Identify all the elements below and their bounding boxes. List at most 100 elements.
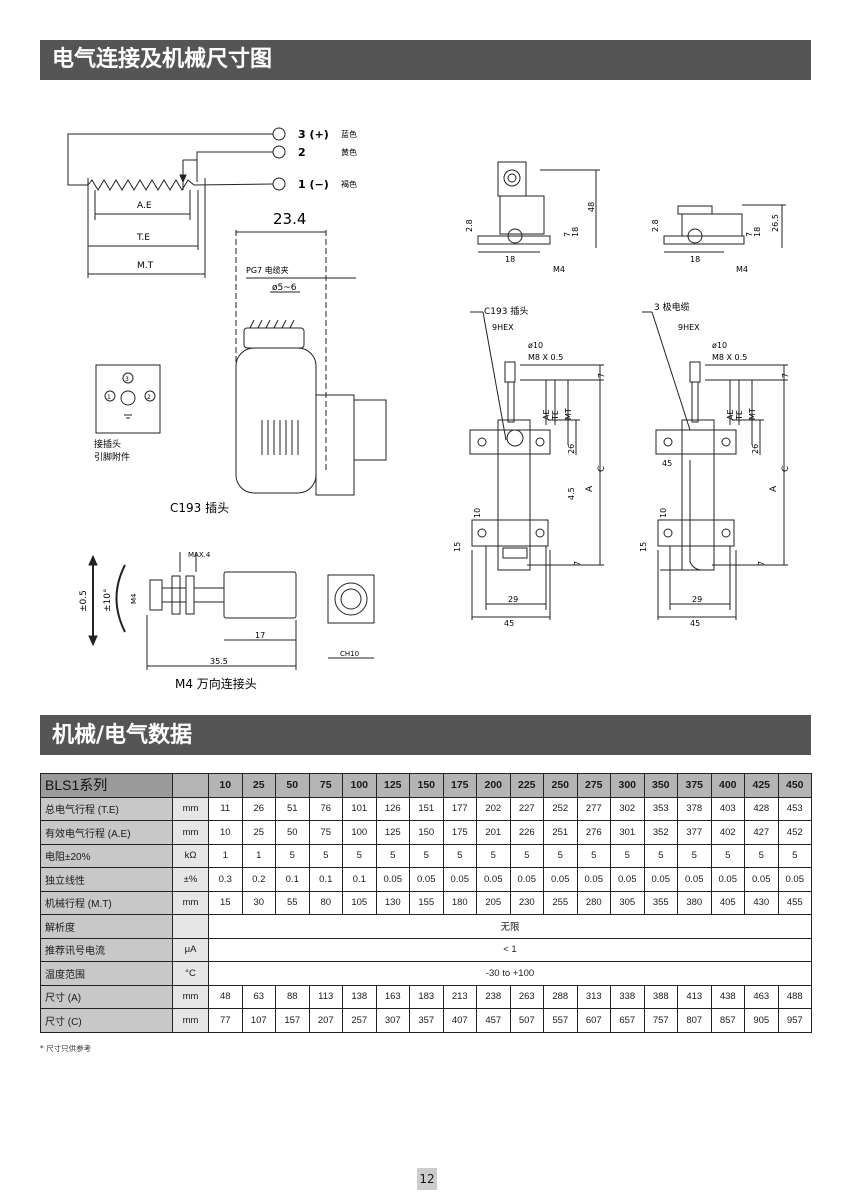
table-cell: 207 [308, 1008, 343, 1033]
c193-connector-drawing [95, 230, 387, 496]
page-number: 12 [417, 1168, 437, 1190]
connector-caption: C193 插头 [170, 501, 229, 515]
table-cell: 227 [509, 796, 544, 821]
row-label: 电阻±20% [40, 843, 173, 868]
sl-m8: M8 X 0.5 [528, 353, 563, 362]
pin-label-1: 1 [107, 394, 111, 401]
sr-te: TE [735, 410, 744, 421]
sl-7b: 7 [573, 561, 582, 566]
table-cell: 113 [308, 984, 343, 1009]
table-cell: 5 [777, 843, 812, 868]
table-cell: 557 [543, 1008, 578, 1033]
sr-m8: M8 X 0.5 [712, 353, 747, 362]
tr-m4: M4 [736, 265, 748, 274]
table-cell: 5 [543, 843, 578, 868]
table-cell: 5 [744, 843, 779, 868]
sr-15: 15 [639, 542, 648, 552]
table-cell: 0.05 [375, 867, 410, 892]
table-cell: 0.1 [308, 867, 343, 892]
table-cell: 0.05 [509, 867, 544, 892]
table-cell: 0.1 [342, 867, 377, 892]
sr-a: A [769, 485, 779, 492]
table-cell: 402 [710, 820, 745, 845]
table-cell: 957 [777, 1008, 812, 1033]
pin-view-caption-1: 接插头 [94, 438, 121, 450]
table-cell: 0.05 [777, 867, 812, 892]
table-cell: 1 [208, 843, 243, 868]
table-cell: 277 [576, 796, 611, 821]
connector-width: 23.4 [273, 210, 306, 228]
table-cell: 307 [375, 1008, 410, 1033]
table-cell: 288 [543, 984, 578, 1009]
table-cell: 305 [610, 890, 645, 915]
technical-drawings: 3 (+) 蓝色 2 黄色 1 (−) 褐色 A.E T.E M.T 23.4 … [67, 127, 791, 691]
column-header: 350 [643, 773, 678, 798]
table-cell: 457 [476, 1008, 511, 1033]
row-span-value: -30 to +100 [208, 961, 812, 986]
column-header: 250 [543, 773, 578, 798]
row-unit: mm [172, 1008, 209, 1033]
section-title-dimensions: 电气连接及机械尺寸图 [40, 40, 811, 80]
joint-caption: M4 万向连接头 [175, 676, 257, 691]
row-label: 尺寸 (C) [40, 1008, 173, 1033]
joint-m4: M4 [130, 593, 138, 604]
bracket-top-right [663, 204, 786, 253]
table-cell: 438 [710, 984, 745, 1009]
joint-len-355: 35.5 [210, 657, 228, 666]
row-label: 解析度 [40, 914, 173, 939]
column-header: 200 [476, 773, 511, 798]
table-cell: 180 [442, 890, 477, 915]
tl-m4: M4 [553, 265, 565, 274]
column-header: 400 [710, 773, 745, 798]
sr-7b: 7 [757, 561, 766, 566]
tl-18: 18 [505, 255, 515, 264]
sl-hex: 9HEX [492, 323, 514, 332]
table-cell: 50 [275, 820, 310, 845]
table-cell: 130 [375, 890, 410, 915]
sl-4-5: 4.5 [567, 487, 576, 500]
joint-max: MAX.4 [188, 551, 211, 559]
table-cell: 252 [543, 796, 578, 821]
sr-7a: 7 [781, 373, 790, 378]
table-cell: 355 [643, 890, 678, 915]
table-cell: 26 [241, 796, 276, 821]
row-label: 温度范围 [40, 961, 173, 986]
table-cell: 15 [208, 890, 243, 915]
label-te: T.E [136, 233, 150, 243]
sl-title: C193 插头 [484, 305, 528, 317]
table-cell: 857 [710, 1008, 745, 1033]
table-cell: 357 [409, 1008, 444, 1033]
connector-diameter: ø5~6 [272, 283, 297, 293]
sl-45: 45 [504, 619, 514, 628]
joint-len-17: 17 [255, 631, 265, 640]
header-unit-cell [172, 773, 209, 798]
table-cell: 388 [643, 984, 678, 1009]
table-cell: 25 [241, 820, 276, 845]
table-cell: 77 [208, 1008, 243, 1033]
table-cell: 257 [342, 1008, 377, 1033]
label-mt: M.T [137, 261, 154, 271]
side-view-right [642, 311, 788, 620]
row-label: 推荐讯号电流 [40, 937, 173, 962]
row-label: 机械行程 (M.T) [40, 890, 173, 915]
table-row: 温度范围°C-30 to +100 [40, 961, 812, 986]
table-cell: 150 [409, 820, 444, 845]
table-cell: 213 [442, 984, 477, 1009]
footnote: * 尺寸只供参考 [40, 1044, 92, 1053]
table-cell: 378 [677, 796, 712, 821]
table-cell: 0.05 [643, 867, 678, 892]
table-cell: 0.05 [576, 867, 611, 892]
table-cell: 101 [342, 796, 377, 821]
table-cell: 352 [643, 820, 678, 845]
column-header: 150 [409, 773, 444, 798]
row-unit: kΩ [172, 843, 209, 868]
table-cell: 427 [744, 820, 779, 845]
section-title-data: 机械/电气数据 [40, 715, 811, 755]
table-cell: 905 [744, 1008, 779, 1033]
column-header: 100 [342, 773, 377, 798]
sr-26: 26 [751, 444, 760, 454]
sl-c: C [597, 466, 607, 472]
table-cell: 5 [308, 843, 343, 868]
